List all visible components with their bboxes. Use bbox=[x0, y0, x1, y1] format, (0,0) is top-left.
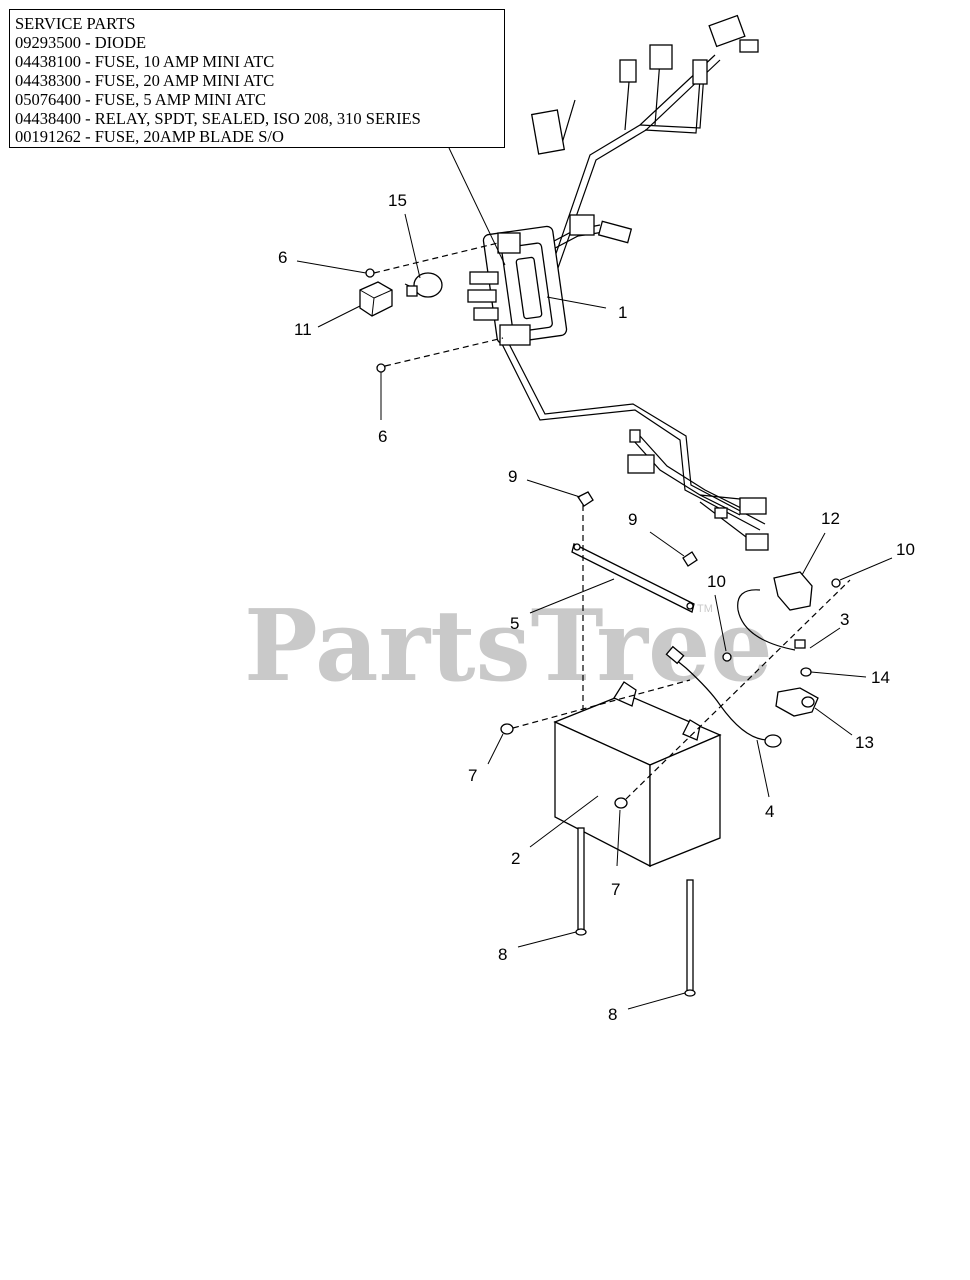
callout-5: 5 bbox=[510, 614, 519, 633]
hold-down-bar-part-5 bbox=[571, 543, 695, 613]
callout-15: 15 bbox=[388, 191, 407, 210]
callout-12: 12 bbox=[821, 509, 840, 528]
callout-3: 3 bbox=[840, 610, 849, 629]
nut-part-14 bbox=[800, 667, 812, 677]
service-part-item: 04438300 - FUSE, 20 AMP MINI ATC bbox=[15, 70, 275, 90]
callout-labels: 1 2 3 4 5 6 6 7 7 8 8 9 9 10 10 11 12 13… bbox=[278, 191, 915, 1024]
cable-tie-part-15 bbox=[404, 272, 443, 298]
service-part-item: 00191262 - FUSE, 20AMP BLADE S/O bbox=[15, 127, 284, 147]
watermark-trademark: TM bbox=[697, 603, 713, 615]
service-part-item: 05076400 - FUSE, 5 AMP MINI ATC bbox=[15, 89, 267, 109]
relay-part-11 bbox=[359, 281, 393, 317]
cable-part-4 bbox=[665, 645, 782, 748]
callout-2: 2 bbox=[511, 849, 520, 868]
terminal-part-13 bbox=[775, 687, 819, 717]
j-bolt-part-9 bbox=[577, 491, 698, 567]
screw-part-6 bbox=[365, 242, 504, 373]
callout-10b: 10 bbox=[896, 540, 915, 559]
callout-8a: 8 bbox=[498, 945, 507, 964]
callout-11: 11 bbox=[294, 320, 312, 339]
service-parts-title: SERVICE PARTS bbox=[15, 14, 136, 33]
callout-4: 4 bbox=[765, 802, 774, 821]
wire-harness bbox=[499, 14, 769, 551]
nut-part-10 bbox=[722, 578, 841, 662]
terminal-boot-part-12 bbox=[773, 571, 813, 611]
callout-6a: 6 bbox=[278, 248, 287, 267]
callout-13: 13 bbox=[855, 733, 874, 752]
service-part-item: 04438400 - RELAY, SPDT, SEALED, ISO 208,… bbox=[15, 108, 421, 128]
service-parts-box: SERVICE PARTS 09293500 - DIODE 04438100 … bbox=[9, 9, 505, 148]
callout-7a: 7 bbox=[468, 766, 477, 785]
callout-9a: 9 bbox=[508, 467, 517, 486]
callout-leaders bbox=[296, 147, 893, 1010]
callout-8b: 8 bbox=[608, 1005, 617, 1024]
bolt-part-7 bbox=[500, 579, 851, 809]
callout-14: 14 bbox=[871, 668, 890, 687]
callout-10a: 10 bbox=[707, 572, 726, 591]
callout-6b: 6 bbox=[378, 427, 387, 446]
rod-part-8 bbox=[575, 827, 696, 997]
callout-9b: 9 bbox=[628, 510, 637, 529]
callout-1: 1 bbox=[618, 303, 627, 322]
service-part-item: 09293500 - DIODE bbox=[15, 32, 147, 52]
callout-7b: 7 bbox=[611, 880, 620, 899]
service-part-item: 04438100 - FUSE, 10 AMP MINI ATC bbox=[15, 51, 275, 71]
fuse-relay-block bbox=[467, 225, 568, 346]
cable-part-3 bbox=[737, 589, 806, 651]
